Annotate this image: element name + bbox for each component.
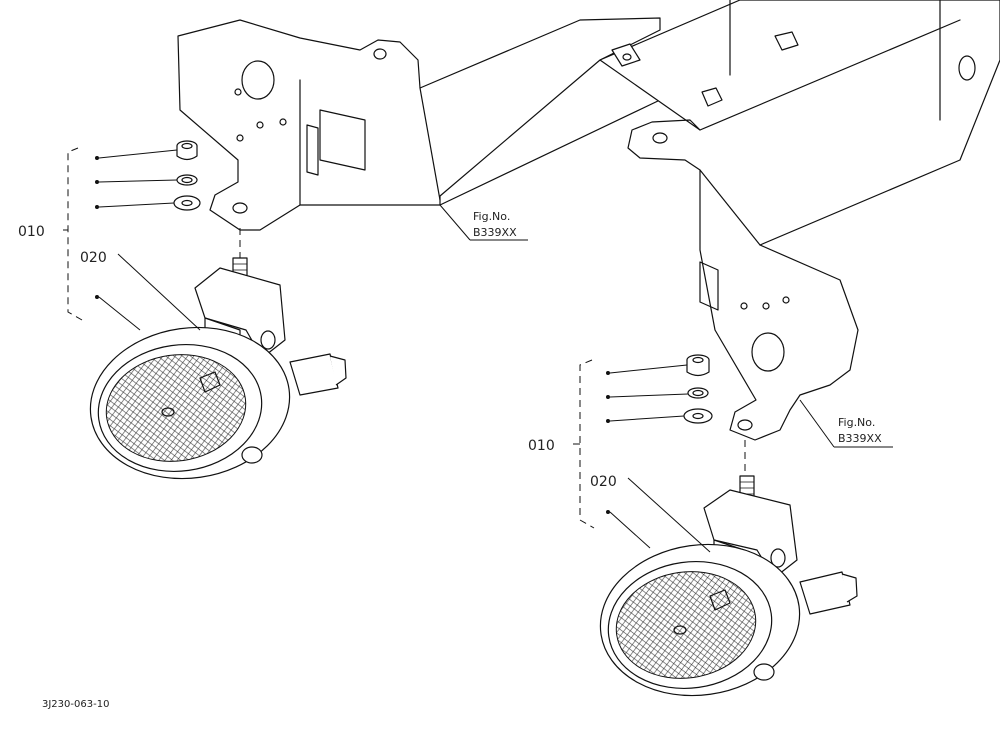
left-flat-washer	[173, 195, 201, 211]
right-bullet-1	[606, 371, 610, 375]
left-assembly: 010 020 Fig.No. B339XX	[18, 17, 661, 480]
left-lock-washer	[176, 174, 198, 186]
right-bullet-4	[606, 510, 610, 514]
left-frame	[177, 17, 661, 231]
right-flat-washer	[683, 408, 713, 424]
right-bullet-2	[606, 395, 610, 399]
right-fig-reference: Fig.No. B339XX	[799, 399, 893, 448]
left-callout-010: 010	[18, 147, 178, 331]
left-lamp-bracket	[194, 257, 286, 359]
right-bullet-3	[606, 419, 610, 423]
right-callout-010: 010	[528, 359, 689, 549]
right-callout-020: 020	[590, 474, 711, 553]
right-callout-010-label: 010	[528, 438, 555, 454]
left-fig-ref-line2: B339XX	[473, 226, 517, 239]
left-callout-020-label: 020	[80, 250, 107, 266]
left-nut	[176, 140, 198, 161]
left-callout-020: 020	[80, 250, 201, 331]
right-fig-ref-line2: B339XX	[838, 432, 882, 445]
left-work-lamp	[89, 326, 347, 480]
right-assembly: 010 020 Fig.No. B339XX	[528, 0, 1000, 697]
left-bullet-1	[95, 156, 99, 160]
left-bullet-3	[95, 205, 99, 209]
left-callout-010-label: 010	[18, 224, 45, 240]
left-fig-reference: Fig.No. B339XX	[439, 204, 528, 241]
right-callout-020-label: 020	[590, 474, 617, 490]
left-bullet-2	[95, 180, 99, 184]
right-frame	[599, 0, 1000, 441]
drawing-number: 3J230-063-10	[42, 699, 109, 710]
right-fig-ref-line1: Fig.No.	[838, 416, 875, 429]
right-work-lamp	[599, 543, 858, 697]
left-fig-ref-line1: Fig.No.	[473, 210, 510, 223]
left-bullet-4	[95, 295, 99, 299]
right-nut	[686, 354, 710, 377]
right-lock-washer	[687, 387, 709, 399]
